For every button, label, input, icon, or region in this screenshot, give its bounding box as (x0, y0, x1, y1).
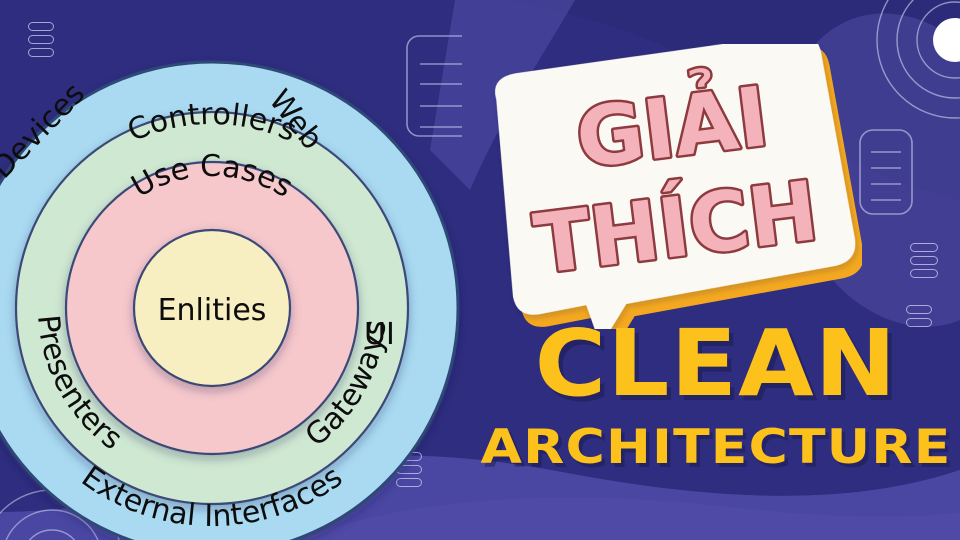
document-list-icon-right (859, 129, 913, 215)
pill-stack-top-left (28, 22, 54, 57)
label-ui: UI (364, 317, 395, 352)
pill-icon (28, 22, 54, 31)
ring-outline (916, 1, 960, 79)
pill-icon (28, 48, 54, 57)
ring-outline (5, 509, 99, 540)
document-list-icon-top (406, 35, 462, 137)
pill-icon (910, 256, 938, 265)
pill-stack-bottom-right (906, 305, 932, 327)
label-entities: Enlities (158, 293, 267, 328)
speech-bubble: GIẢI THÍCH (487, 44, 862, 329)
ring-outline (876, 0, 960, 119)
pill-icon (906, 318, 932, 327)
ring-entities (132, 228, 292, 388)
title-block: CLEAN ARCHITECTURE (476, 318, 956, 508)
pill-icon (910, 269, 938, 278)
doc-outline (859, 129, 913, 215)
white-dot (933, 18, 960, 62)
concentric-circles-top-right (876, 0, 960, 119)
pill-icon (906, 305, 932, 314)
title-main: CLEAN (534, 310, 898, 417)
ring-outline (28, 529, 76, 540)
pill-icon (910, 243, 938, 252)
bg-navy-swoosh (500, 0, 960, 200)
bg-bottom-wave-2 (300, 497, 960, 540)
ring-outline (896, 0, 960, 99)
pill-stack-right (910, 243, 938, 278)
clean-architecture-diagram: Devices Web DB UI External Interfaces Co… (0, 60, 460, 540)
doc-outline (406, 35, 462, 137)
pill-icon (396, 478, 422, 487)
title-sub: ARCHITECTURE (480, 420, 952, 475)
bubble-white-body (495, 44, 856, 329)
pill-icon (28, 35, 54, 44)
